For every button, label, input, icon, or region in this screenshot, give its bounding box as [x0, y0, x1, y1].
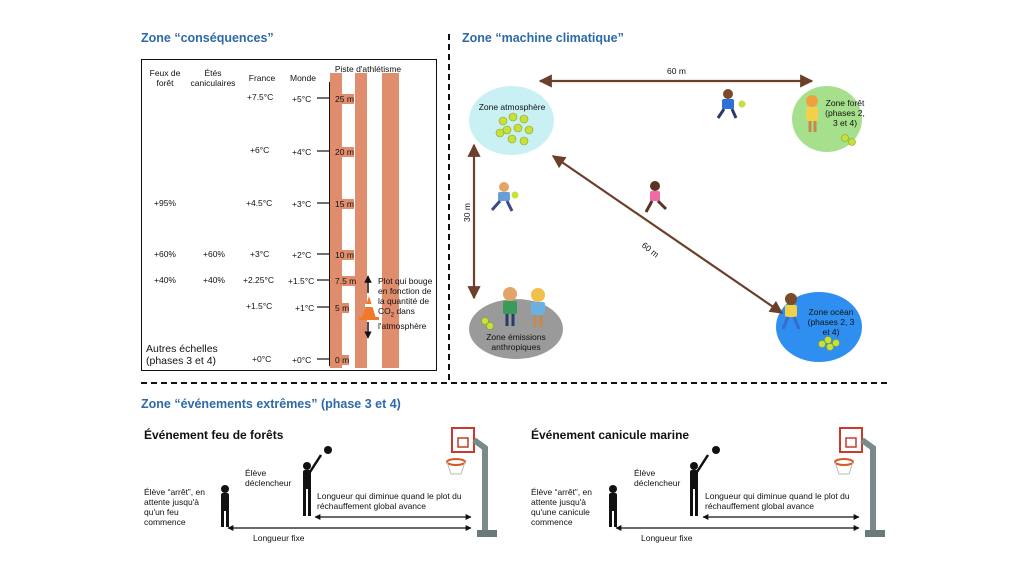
- child-center-icon: [644, 181, 668, 213]
- child-ocean-icon: [781, 293, 801, 330]
- event-canicule-title: Événement canicule marine: [531, 428, 690, 442]
- row-0-france: +7.5°C: [247, 92, 274, 102]
- track-lane-3: [382, 73, 399, 368]
- header-france: France: [248, 73, 276, 83]
- track-ticks: [317, 97, 329, 360]
- zone-ocean-label: Zone océan (phases 2, 3 et 4): [807, 307, 855, 337]
- zone-extremes-title: Zone “événements extrêmes” (phase 3 et 4…: [141, 397, 401, 411]
- feu-declencheur-label: Élève déclencheur: [245, 468, 292, 488]
- row-5-monde: +1°C: [295, 303, 315, 313]
- child-left-icon: [490, 182, 519, 212]
- canicule-ball-icon: [712, 446, 720, 454]
- row-6-france: +0°C: [252, 354, 272, 364]
- zone-atmosphere-label: Zone atmosphère: [478, 102, 546, 112]
- row-2-feux: +95%: [154, 198, 176, 208]
- row-3-monde: +2°C: [292, 250, 312, 260]
- row-4-feux: +40%: [154, 275, 176, 285]
- row-4-france: +2.25°C: [243, 275, 275, 285]
- feu-ball-icon: [324, 446, 332, 454]
- horizontal-divider: [141, 382, 887, 384]
- canicule-arret-student-icon: [609, 485, 617, 527]
- row-0-dist: 25 m: [335, 94, 354, 104]
- row-5-france: +1.5°C: [246, 301, 273, 311]
- feu-fixe-label: Longueur fixe: [253, 533, 305, 543]
- canicule-declencheur-label: Élève déclencheur: [634, 468, 681, 488]
- header-etes: Étés caniculaires: [190, 68, 236, 88]
- row-3-france: +3°C: [250, 249, 270, 259]
- autres-echelles-label: Autres échelles (phases 3 et 4): [146, 343, 218, 367]
- child-foret-icon: [806, 95, 818, 132]
- track-lane-1: [330, 73, 342, 368]
- emissions-balls: [481, 317, 494, 330]
- canicule-eleve-arret-label: Élève “arrêt”, en attente jusqu'à qu'une…: [531, 487, 592, 527]
- header-piste: Piste d'athlétisme: [334, 64, 402, 74]
- foret-balls: [841, 134, 856, 146]
- row-2-france: +4.5°C: [246, 198, 273, 208]
- row-4-dist: 7.5 m: [335, 276, 357, 286]
- cone-icon: [359, 296, 379, 320]
- feu-eleve-arret-label: Élève “arrêt”, en attente jusqu'à qu'un …: [144, 487, 205, 527]
- canicule-longueur-label: Longueur qui diminue quand le plot du ré…: [705, 491, 850, 511]
- canicule-fixe-label: Longueur fixe: [641, 533, 693, 543]
- row-1-france: +6°C: [250, 145, 270, 155]
- feu-declencheur-student-icon: [303, 454, 323, 516]
- row-2-monde: +3°C: [292, 199, 312, 209]
- row-6-monde: +0°C: [292, 355, 312, 365]
- row-3-etes: +60%: [203, 249, 225, 259]
- row-3-dist: 10 m: [335, 250, 354, 260]
- ocean-balls: [818, 336, 840, 351]
- children-emissions-icon: [503, 287, 545, 327]
- row-4-monde: +1.5°C: [288, 276, 315, 286]
- row-5-dist: 5 m: [335, 303, 350, 313]
- row-1-dist: 20 m: [335, 147, 354, 157]
- feu-longueur-label: Longueur qui diminue quand le plot du ré…: [317, 491, 462, 511]
- distance-top-label: 60 m: [667, 66, 686, 76]
- row-0-monde: +5°C: [292, 94, 312, 104]
- child-runner-top-icon: [716, 89, 746, 119]
- zone-foret-label: Zone forêt (phases 2, 3 et 4): [825, 98, 865, 128]
- feu-hoop-icon: [446, 427, 497, 537]
- zone-emissions-label: Zone émissions anthropiques: [486, 332, 546, 352]
- zone-consequences-title: Zone “conséquences”: [141, 31, 274, 45]
- arrow-atmosphere-ocean: [551, 155, 784, 314]
- event-feu-title: Événement feu de forêts: [144, 428, 284, 442]
- consequences-box: [141, 59, 437, 371]
- zone-machine-title: Zone “machine climatique”: [462, 31, 624, 45]
- row-1-monde: +4°C: [292, 147, 312, 157]
- row-4-etes: +40%: [203, 275, 225, 285]
- row-3-feux: +60%: [154, 249, 176, 259]
- row-2-dist: 15 m: [335, 199, 354, 209]
- row-6-dist: 0 m: [335, 355, 350, 365]
- canicule-declencheur-student-icon: [690, 454, 710, 516]
- track-lane-2: [355, 73, 367, 368]
- feu-arret-student-icon: [221, 485, 229, 527]
- atmosphere-balls: [495, 112, 534, 146]
- plot-note: Plot qui bouge en fonction de la quantit…: [378, 276, 433, 331]
- header-feux: Feux de forêt: [149, 68, 181, 88]
- track-scale-line: [329, 82, 330, 366]
- header-monde: Monde: [290, 73, 316, 83]
- canicule-hoop-icon: [834, 427, 885, 537]
- vertical-divider: [448, 34, 450, 380]
